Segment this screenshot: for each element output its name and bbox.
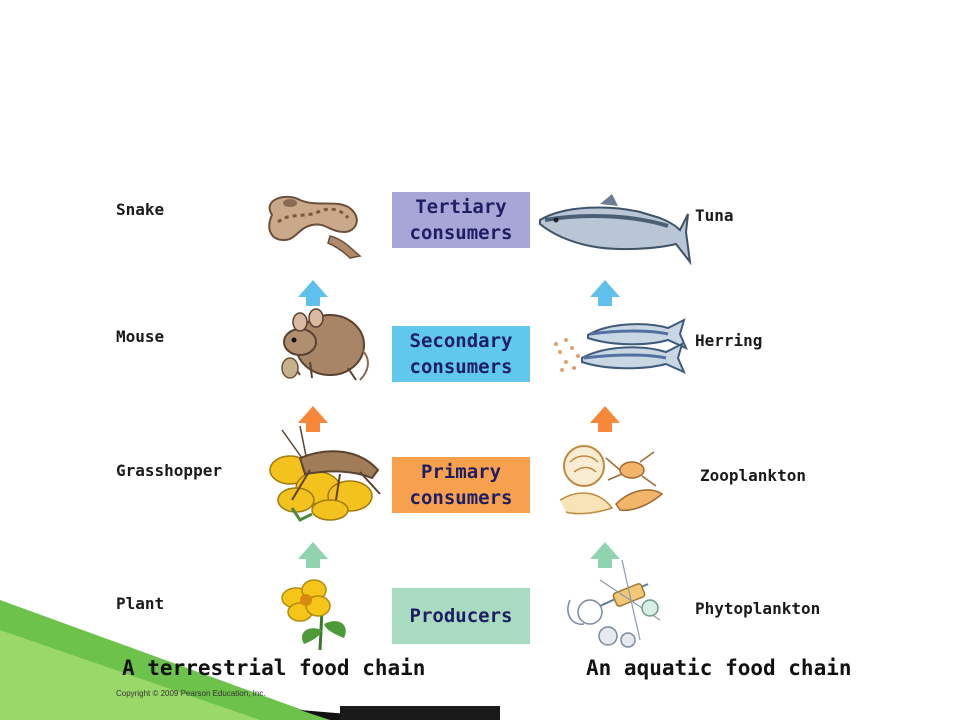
level-producers-label: Producers (409, 605, 513, 627)
zooplankton-icon (559, 445, 664, 515)
organism-label-herring: Herring (695, 331, 763, 350)
caption-terrestrial: A terrestrial food chain (122, 656, 426, 680)
level-tertiary-line1: Tertiary (415, 196, 507, 218)
level-box-secondary: Secondary consumers (392, 326, 530, 382)
copyright-notice: Copyright © 2009 Pearson Education, Inc. (116, 689, 266, 698)
arrow-up-tertiary-left (298, 280, 328, 306)
level-tertiary-line2: consumers (409, 222, 513, 244)
organism-label-phytoplankton: Phytoplankton (695, 599, 821, 618)
caption-aquatic: An aquatic food chain (586, 656, 852, 680)
arrow-up-tertiary-right (590, 280, 620, 306)
level-box-tertiary: Tertiary consumers (392, 192, 530, 248)
level-primary-line2: consumers (409, 487, 513, 509)
phytoplankton-icon (567, 559, 661, 648)
herring-icon (554, 318, 688, 374)
snake-icon (268, 195, 362, 259)
organism-label-plant: Plant (116, 594, 165, 613)
arrow-up-primary-right (590, 542, 620, 568)
plant-icon (281, 579, 346, 651)
bottom-dark-bar (340, 706, 500, 720)
grasshopper-icon (269, 425, 381, 522)
organism-label-tuna: Tuna (695, 206, 734, 225)
tuna-icon (539, 194, 692, 266)
arrow-up-primary-left (298, 542, 328, 568)
level-box-primary: Primary consumers (392, 457, 530, 513)
organism-label-zooplankton: Zooplankton (700, 466, 806, 485)
corner-decoration-light (0, 630, 260, 720)
arrow-up-secondary-right (590, 406, 620, 432)
level-primary-line1: Primary (420, 461, 502, 483)
organism-label-snake: Snake (116, 200, 165, 219)
level-secondary-line1: Secondary (409, 330, 513, 352)
level-box-producers: Producers (392, 588, 530, 644)
level-secondary-line2: consumers (409, 356, 513, 378)
organism-label-mouse: Mouse (116, 327, 165, 346)
mouse-icon (281, 308, 369, 381)
arrow-up-secondary-left (298, 406, 328, 432)
organism-label-grasshopper: Grasshopper (116, 461, 222, 480)
